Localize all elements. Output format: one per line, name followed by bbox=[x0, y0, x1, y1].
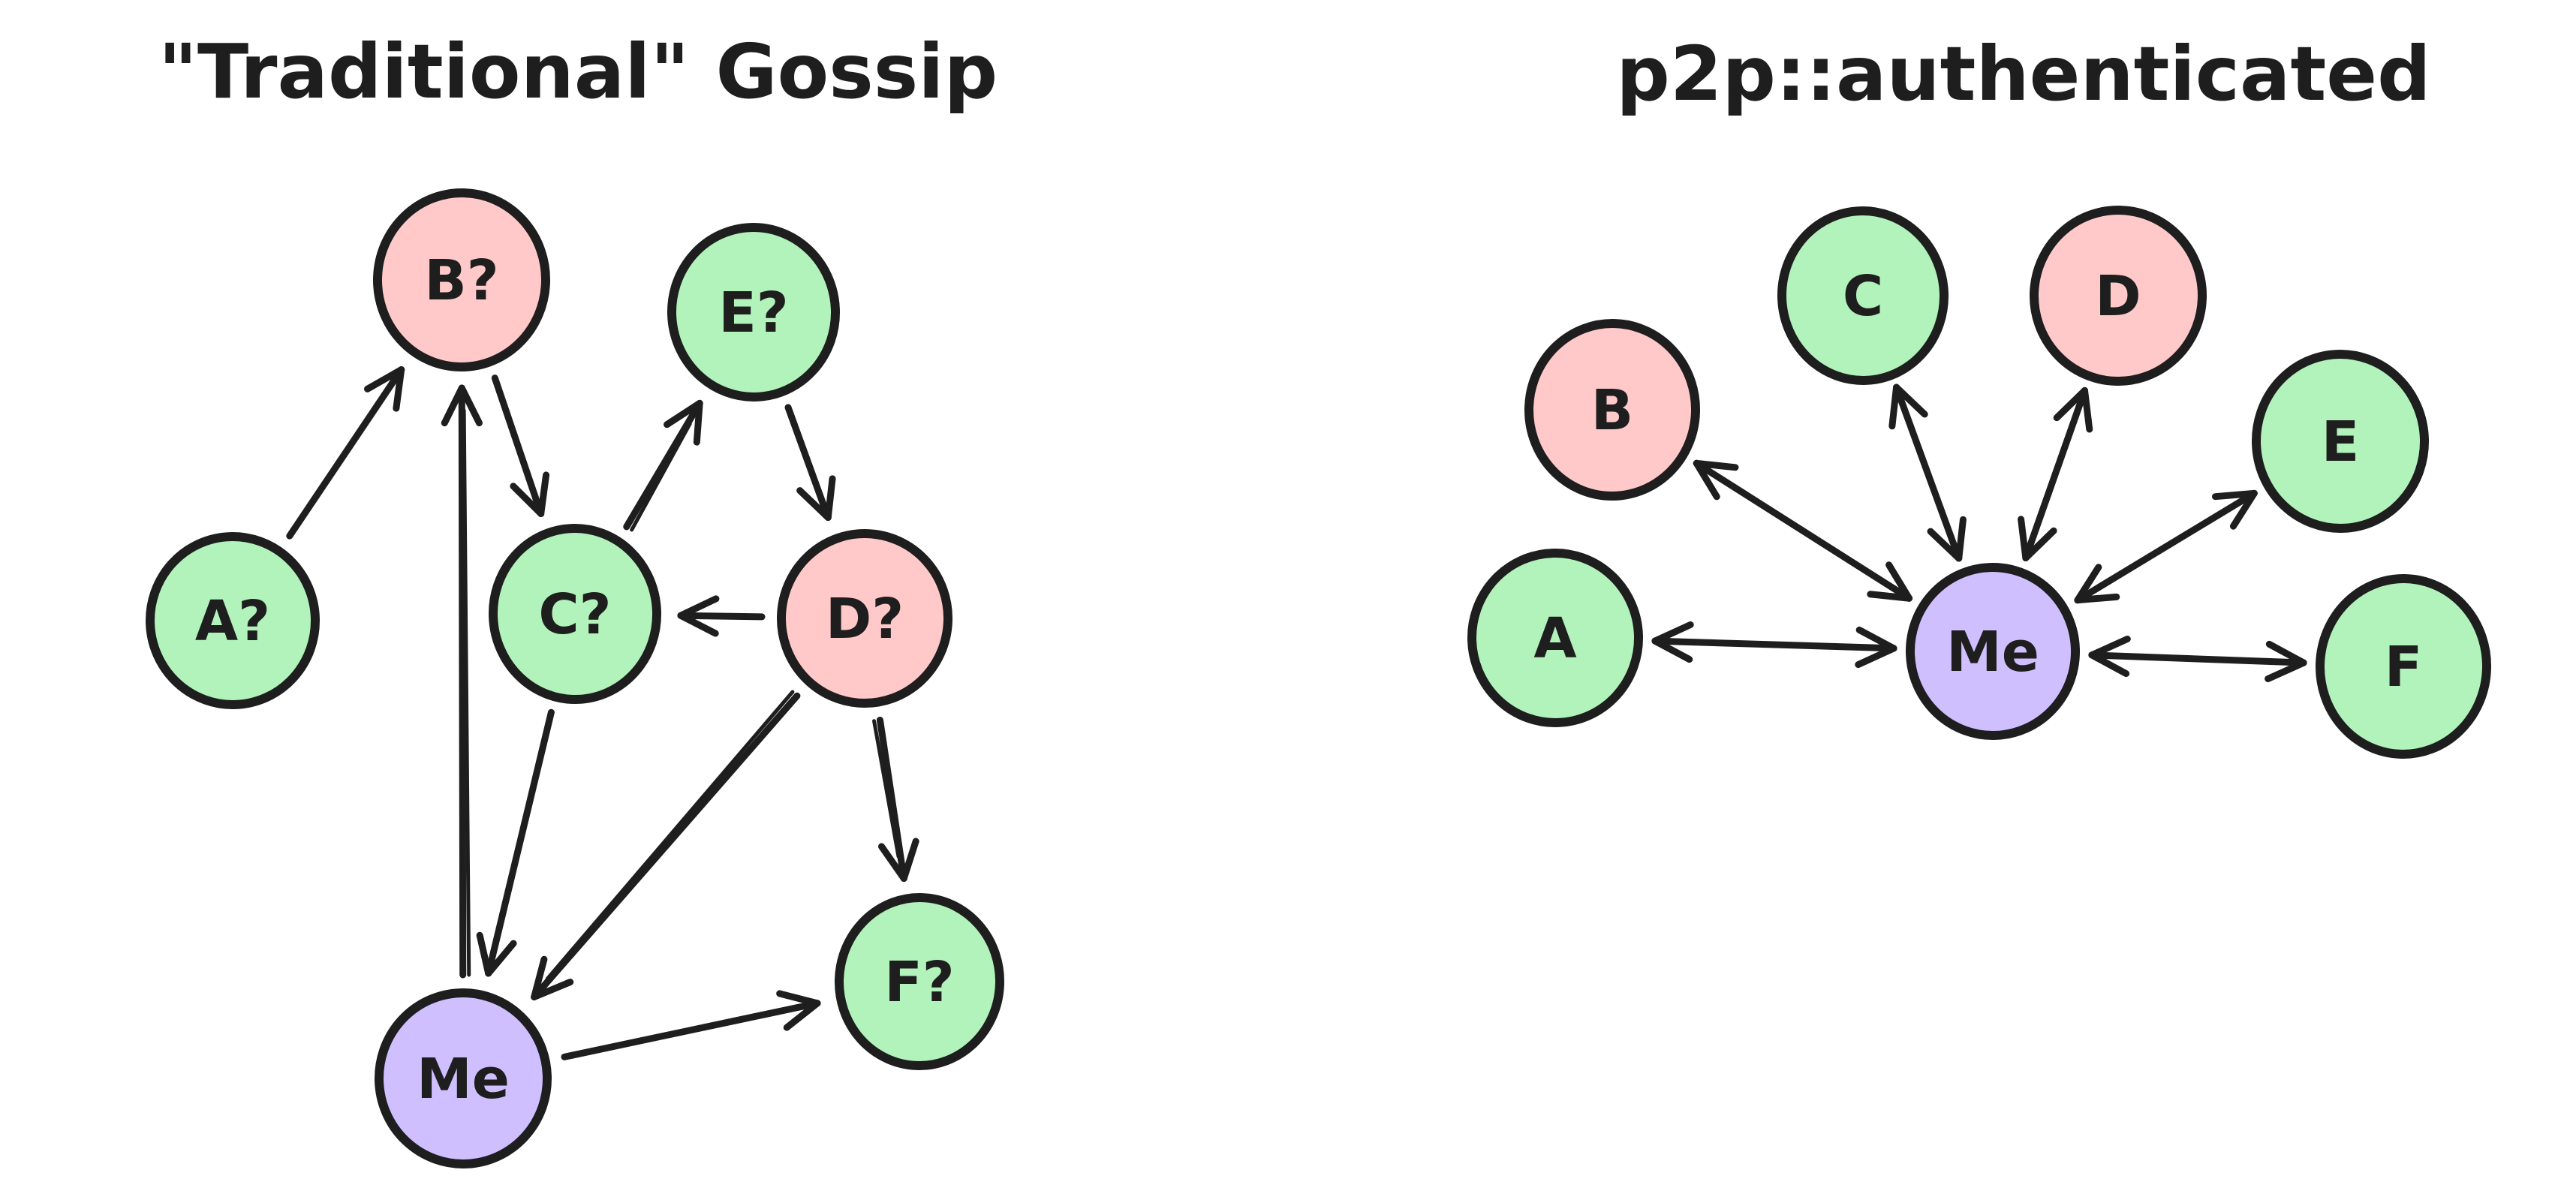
node-circle bbox=[834, 893, 1005, 1070]
node-label: E? bbox=[718, 281, 788, 345]
node-label: D? bbox=[826, 587, 904, 651]
node-circle bbox=[1467, 549, 1644, 727]
node-circle bbox=[2029, 206, 2207, 386]
edge-p2p-authenticated-C-Me bbox=[1888, 383, 1967, 562]
node-label: B bbox=[1591, 378, 1633, 443]
edge-p2p-authenticated-F-Me bbox=[2088, 635, 2307, 683]
node-circle bbox=[776, 529, 953, 708]
node-label: C? bbox=[538, 582, 611, 647]
node-circle bbox=[2251, 350, 2430, 533]
edge-traditional-gossip-D-Me bbox=[531, 690, 801, 1001]
node-circle bbox=[2315, 574, 2492, 759]
diagram-title-p2p-authenticated: p2p::authenticated bbox=[1616, 30, 2430, 118]
node-circle bbox=[488, 524, 662, 704]
node-traditional-gossip-A: A? bbox=[145, 532, 320, 709]
node-circle bbox=[374, 988, 552, 1168]
node-p2p-authenticated-E: E bbox=[2251, 350, 2430, 533]
node-p2p-authenticated-Me: Me bbox=[1905, 563, 2081, 740]
node-circle bbox=[1777, 206, 1949, 385]
edge-traditional-gossip-C-E bbox=[623, 399, 703, 532]
edge-p2p-authenticated-A-Me bbox=[1651, 621, 1897, 669]
node-circle bbox=[145, 532, 320, 709]
node-label: E bbox=[2322, 410, 2360, 474]
node-p2p-authenticated-F: F bbox=[2315, 574, 2492, 759]
edge-traditional-gossip-Me-F bbox=[561, 990, 821, 1060]
node-label: D bbox=[2095, 264, 2141, 329]
node-p2p-authenticated-C: C bbox=[1777, 206, 1949, 385]
node-p2p-authenticated-B: B bbox=[1524, 319, 1701, 501]
diagram-title-traditional-gossip: "Traditional" Gossip bbox=[158, 28, 998, 116]
diagram-p2p-authenticated: p2p::authenticated A B C DEF Me bbox=[1467, 30, 2492, 759]
node-label: F? bbox=[884, 950, 954, 1015]
node-traditional-gossip-B: B? bbox=[372, 188, 551, 371]
node-label: B? bbox=[424, 248, 498, 313]
edge-p2p-authenticated-D-Me bbox=[2018, 386, 2093, 562]
edge-traditional-gossip-A-B bbox=[286, 366, 405, 540]
node-circle bbox=[667, 223, 841, 402]
node-label: A bbox=[1533, 606, 1576, 671]
edge-traditional-gossip-B-C bbox=[491, 374, 550, 517]
edge-traditional-gossip-C-Me bbox=[476, 708, 555, 977]
node-circle bbox=[372, 188, 551, 371]
edge-traditional-gossip-Me-B bbox=[441, 384, 483, 979]
node-label: Me bbox=[417, 1047, 510, 1111]
edge-traditional-gossip-E-D bbox=[784, 404, 836, 522]
node-p2p-authenticated-D: D bbox=[2029, 206, 2207, 386]
node-traditional-gossip-E: E? bbox=[667, 223, 841, 402]
diagram-traditional-gossip: "Traditional" Gossip A? B? C? D? E? F? Me bbox=[145, 28, 1005, 1168]
edge-traditional-gossip-D-F bbox=[872, 716, 919, 883]
node-label: Me bbox=[1946, 620, 2039, 684]
node-label: A? bbox=[195, 589, 270, 654]
edge-traditional-gossip-D-C bbox=[677, 595, 766, 637]
node-label: C bbox=[1843, 264, 1883, 329]
node-traditional-gossip-Me: Me bbox=[374, 988, 552, 1168]
node-traditional-gossip-C: C? bbox=[488, 524, 662, 704]
node-p2p-authenticated-A: A bbox=[1467, 549, 1644, 727]
edge-p2p-authenticated-B-Me bbox=[1693, 459, 1913, 602]
node-circle bbox=[1905, 563, 2081, 740]
node-traditional-gossip-F: F? bbox=[834, 893, 1005, 1070]
node-circle bbox=[1524, 319, 1701, 501]
node-label: F bbox=[2385, 635, 2423, 699]
node-traditional-gossip-D: D? bbox=[776, 529, 953, 708]
edge-p2p-authenticated-E-Me bbox=[2074, 489, 2258, 604]
